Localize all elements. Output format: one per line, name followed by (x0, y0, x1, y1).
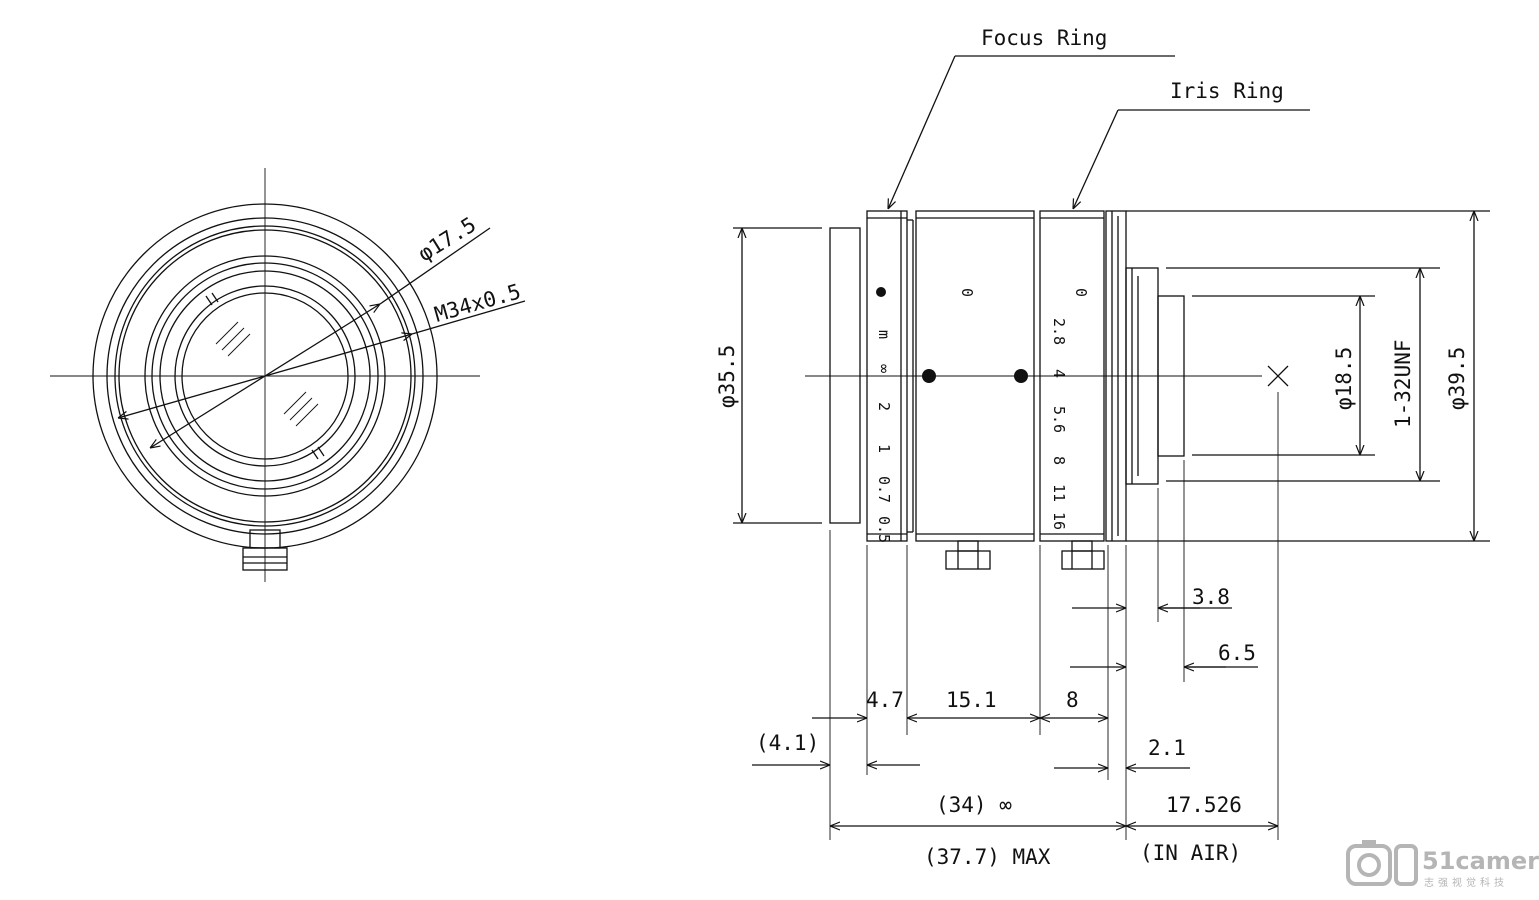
mount-thread-dimension (1166, 267, 1440, 482)
brand-logo: 51camera 志强视觉科技 (1346, 840, 1539, 889)
side-view: m ∞ 2 1 0.7 0.5 0 0 2.8 4 5.6 8 11 16 (715, 26, 1490, 869)
focus-scale-2: 2 (875, 402, 893, 411)
iris-scale-4: 4 (1050, 369, 1068, 378)
iris-ring-leader (1073, 109, 1310, 209)
rear-diameter-value: φ18.5 (1332, 347, 1356, 410)
iris-scale-16: 16 (1050, 512, 1068, 530)
focus-scale-0-7: 0.7 (875, 476, 893, 503)
dim-15-1: 15.1 (946, 688, 997, 712)
iris-index-mark: 0 (1072, 288, 1090, 297)
iris-scale-11: 11 (1050, 484, 1068, 502)
thread-label: M34x0.5 (432, 279, 524, 326)
front-view: φ17.5 M34x0.5 (50, 168, 526, 582)
c-mount (1125, 267, 1185, 485)
focus-ring-callout: Focus Ring (981, 26, 1107, 50)
focus-ring (866, 210, 914, 542)
logo-brand-text: 51camera (1422, 847, 1539, 875)
focus-lock-screw (945, 540, 991, 570)
focus-scale-m: m (875, 330, 893, 339)
focus-scale-1: 1 (875, 444, 893, 453)
rear-diameter-dimension (1192, 295, 1375, 456)
iris-scale-8: 8 (1050, 456, 1068, 465)
front-element (829, 227, 861, 524)
focus-scale-infinity: ∞ (875, 364, 893, 373)
image-plane-marker (1267, 365, 1289, 387)
iris-scale-5-6: 5.6 (1050, 406, 1068, 433)
focus-scale-0-5: 0.5 (875, 516, 893, 543)
front-view-lock-screw (242, 529, 288, 571)
body-diameter-dimension (1126, 210, 1490, 542)
dim-37-7: (37.7) MAX (924, 845, 1051, 869)
body-diameter-value: φ39.5 (1445, 347, 1469, 410)
extension-lines (829, 392, 1279, 840)
iris-lock-dot (1014, 369, 1028, 383)
mount-thread-value: 1-32UNF (1391, 339, 1415, 428)
front-diameter-dimension (733, 227, 822, 524)
dim-in-air: (IN AIR) (1140, 841, 1241, 865)
camera-logo-icon (1346, 844, 1392, 886)
focus-index-dot (876, 287, 886, 297)
dim-4-7: 4.7 (866, 688, 904, 712)
focus-ring-leader (888, 55, 1175, 209)
front-diameter-value: φ35.5 (715, 345, 739, 408)
dim-34: (34) ∞ (936, 793, 1012, 817)
iris-scale-2-8: 2.8 (1050, 318, 1068, 345)
front-view-dimension-lines (118, 227, 526, 448)
barrel-index-mark: 0 (958, 288, 976, 297)
dim-2-1: 2.1 (1148, 736, 1186, 760)
dim-8: 8 (1066, 688, 1079, 712)
focus-lock-dot (922, 369, 936, 383)
dim-17-526: 17.526 (1166, 793, 1242, 817)
dim-3-8: 3.8 (1192, 585, 1230, 609)
dim-4-1: (4.1) (756, 731, 819, 755)
logo-tagline: 志强视觉科技 (1424, 876, 1508, 889)
iris-lock-screw (1061, 540, 1105, 570)
dim-6-5: 6.5 (1218, 641, 1256, 665)
iris-ring-callout: Iris Ring (1170, 79, 1284, 103)
